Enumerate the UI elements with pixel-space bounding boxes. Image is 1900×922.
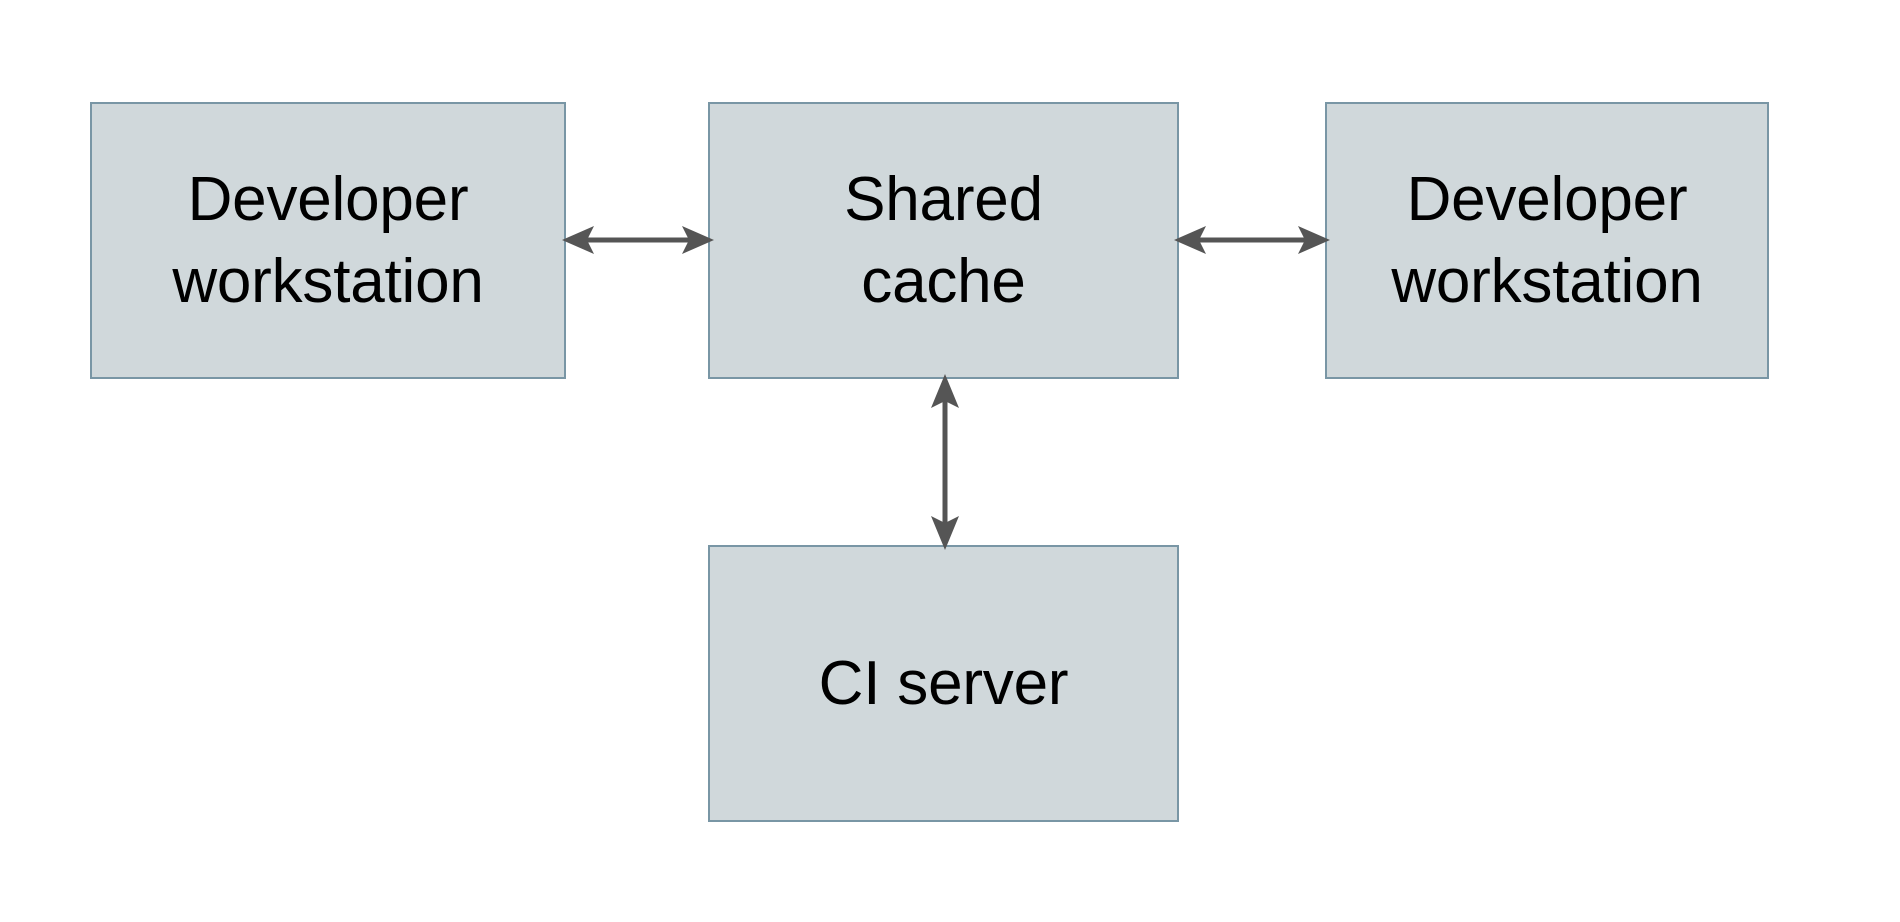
- node-developer-workstation-right[interactable]: Developer workstation: [1325, 102, 1769, 379]
- double-arrow-vertical-icon: [931, 374, 959, 550]
- node-developer-workstation-left[interactable]: Developer workstation: [90, 102, 566, 379]
- node-shared-cache[interactable]: Shared cache: [708, 102, 1179, 379]
- node-label: Developer workstation: [172, 164, 484, 316]
- node-ci-server[interactable]: CI server: [708, 545, 1179, 822]
- double-arrow-horizontal-icon: [562, 226, 714, 254]
- edge-shared-cache-to-ci-server: [915, 372, 975, 552]
- node-label: Developer workstation: [1391, 164, 1703, 316]
- edge-developer-left-to-shared-cache: [560, 210, 716, 270]
- node-label: Shared cache: [844, 164, 1043, 316]
- edge-shared-cache-to-developer-right: [1172, 210, 1332, 270]
- double-arrow-horizontal-icon: [1174, 226, 1330, 254]
- node-label: CI server: [818, 648, 1069, 718]
